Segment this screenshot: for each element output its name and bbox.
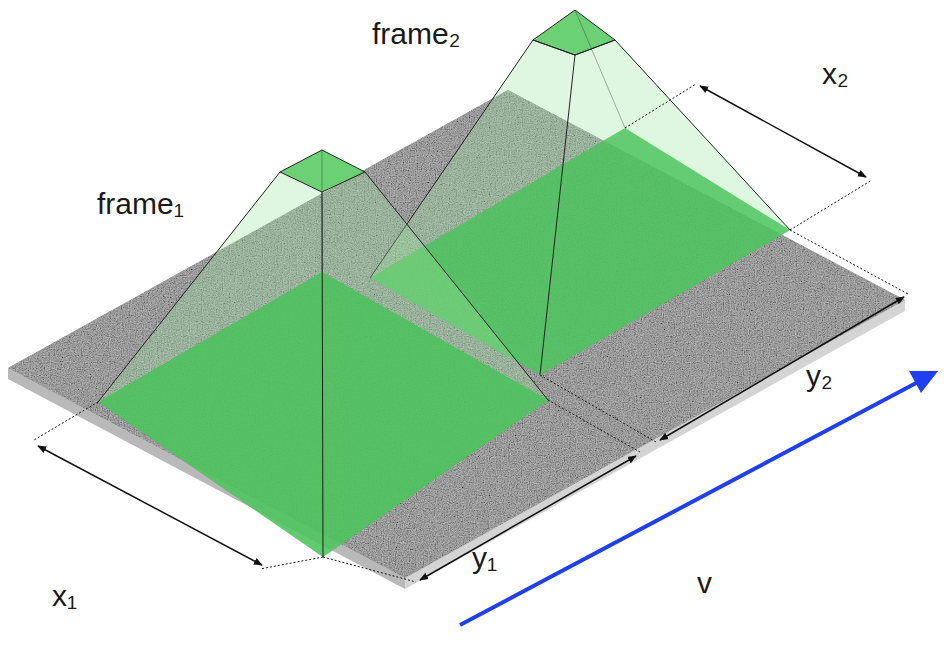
frame-label: frame₂ — [372, 16, 460, 52]
frame-label: frame₁ — [97, 186, 184, 222]
frustum-edge — [615, 40, 790, 230]
dimension-label: x₂ — [822, 56, 849, 92]
frustum-top — [533, 10, 615, 55]
frustum-face — [540, 40, 790, 375]
extension-lines — [34, 84, 908, 582]
frustum-edge — [533, 40, 575, 55]
frustum-face — [322, 172, 548, 557]
dimension-arrows — [38, 86, 904, 580]
frustum-face — [98, 172, 323, 557]
frustum-edge — [98, 172, 280, 402]
frustum-edge — [575, 40, 615, 55]
frustum-edge — [540, 55, 575, 375]
velocity-arrow — [460, 371, 938, 625]
dimension-label: y₁ — [472, 540, 497, 576]
frustum-edge — [575, 10, 625, 128]
dimension-label: x₁ — [52, 578, 77, 614]
frustum-edge — [365, 172, 548, 400]
dimension-label: y₂ — [806, 358, 833, 394]
camera-frustum — [98, 150, 548, 557]
frustum-edge — [322, 150, 323, 272]
velocity-label: v — [697, 565, 712, 601]
